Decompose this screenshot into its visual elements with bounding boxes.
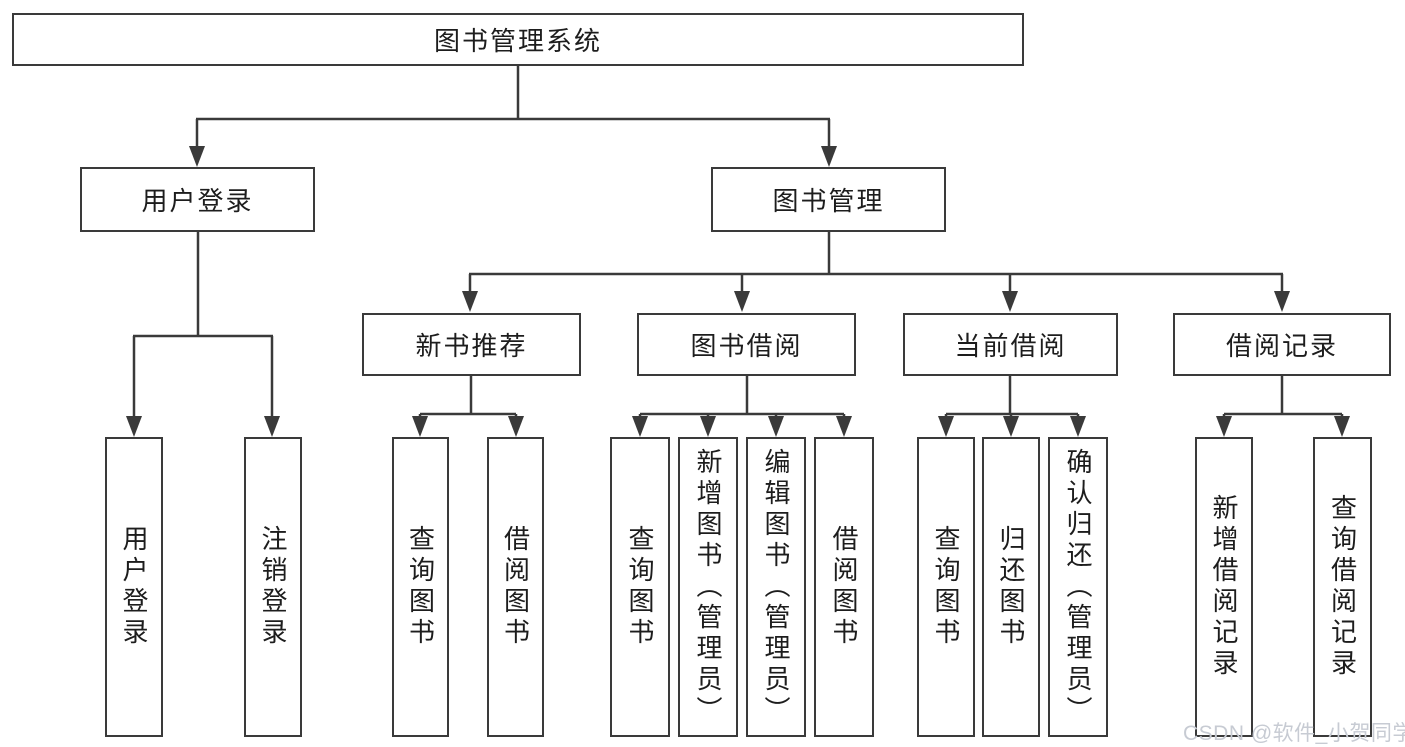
- csdn-watermark: CSDN @软件_小贺同学: [1183, 722, 1405, 745]
- node-current-borrow: 当前借阅: [903, 313, 1118, 376]
- leaf-query-book-current: 查询图书: [917, 437, 975, 737]
- leaf-query-book-recommend: 查询图书: [392, 437, 449, 737]
- leaf-add-book-admin: 新增图书（管理员）: [678, 437, 738, 737]
- arrowheads: [126, 146, 1350, 437]
- node-book-management: 图书管理: [711, 167, 946, 232]
- node-book-borrow: 图书借阅: [637, 313, 856, 376]
- leaf-add-borrow-record: 新增借阅记录: [1195, 437, 1253, 737]
- leaf-return-book: 归还图书: [982, 437, 1040, 737]
- leaf-edit-book-admin: 编辑图书（管理员）: [746, 437, 806, 737]
- leaf-query-borrow-record: 查询借阅记录: [1313, 437, 1372, 737]
- leaf-borrow-book-recommend: 借阅图书: [487, 437, 544, 737]
- leaf-query-book-borrow: 查询图书: [610, 437, 670, 737]
- node-new-book-recommend: 新书推荐: [362, 313, 581, 376]
- leaf-logout: 注销登录: [244, 437, 302, 737]
- node-user-login: 用户登录: [80, 167, 315, 232]
- leaf-borrow-book: 借阅图书: [814, 437, 874, 737]
- leaf-confirm-return-admin: 确认归还（管理员）: [1048, 437, 1108, 737]
- leaf-user-login: 用户登录: [105, 437, 163, 737]
- node-borrow-record: 借阅记录: [1173, 313, 1391, 376]
- node-root-library-system: 图书管理系统: [12, 13, 1024, 66]
